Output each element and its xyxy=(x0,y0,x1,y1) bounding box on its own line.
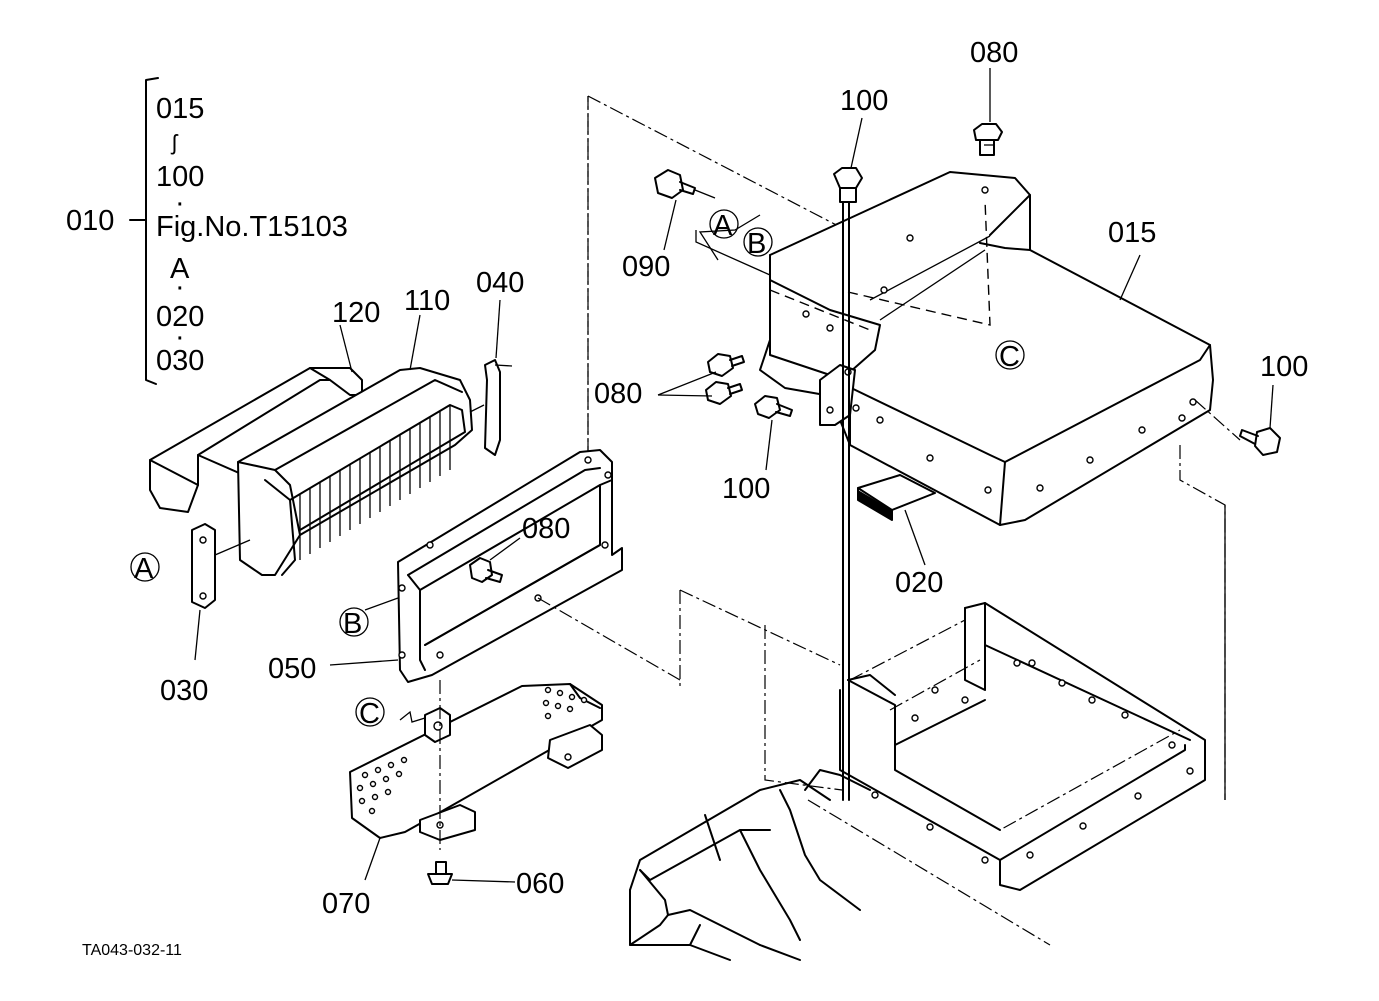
legend-line-2: ʃ xyxy=(170,130,179,155)
svg-text:C: C xyxy=(999,341,1020,373)
grille-slats xyxy=(299,405,451,560)
svg-text:C: C xyxy=(359,698,380,730)
spacer-plate xyxy=(857,474,936,566)
label-080-left: 080 xyxy=(594,378,642,410)
label-050: 050 xyxy=(268,653,316,685)
bolt-090 xyxy=(654,169,716,251)
svg-text:B: B xyxy=(343,608,362,640)
tractor-body xyxy=(629,769,1051,961)
legend-line-3: 100 xyxy=(156,161,204,193)
ref-b-upper: B xyxy=(743,227,773,260)
bolt-100-top xyxy=(833,117,863,203)
label-110: 110 xyxy=(404,285,450,317)
pins-080-left xyxy=(657,353,745,405)
assembly-legend: 010 015 ʃ 100 · Fig.No.T15103 A · 020 · … xyxy=(66,77,348,385)
clip-040 xyxy=(469,299,513,456)
label-090: 090 xyxy=(622,251,670,283)
label-100-right: 100 xyxy=(1260,351,1308,383)
drawing-code: TA043-032-11 xyxy=(82,942,182,959)
bolt-100-right xyxy=(1239,384,1281,456)
legend-line-1: 015 xyxy=(156,93,204,125)
legend-assembly-number: 010 xyxy=(66,205,114,237)
label-060: 060 xyxy=(516,868,564,900)
label-100-mid: 100 xyxy=(722,473,770,505)
legend-line-4: · xyxy=(175,187,185,219)
legend-line-9: · xyxy=(175,321,185,353)
ref-a-upper: A xyxy=(709,209,739,242)
ref-ab-bracket xyxy=(695,230,771,276)
label-030: 030 xyxy=(160,675,208,707)
step-plate-holes xyxy=(356,686,588,815)
ref-c-upper: C xyxy=(995,340,1025,373)
svg-text:B: B xyxy=(747,228,766,260)
step-plate-070 xyxy=(349,680,603,881)
bolt-100-mid xyxy=(754,395,793,471)
legend-line-8: 020 xyxy=(156,301,204,333)
frame-050 xyxy=(329,96,681,683)
legend-line-7: · xyxy=(175,271,185,303)
svg-text:A: A xyxy=(713,210,733,242)
grille-110 xyxy=(237,314,473,576)
pin-080-top xyxy=(973,68,1003,156)
label-120: 120 xyxy=(332,297,380,329)
leader-015 xyxy=(1119,254,1141,301)
label-080-bracket: 080 xyxy=(522,513,570,545)
label-020: 020 xyxy=(895,567,943,599)
legend-line-6: A xyxy=(170,253,190,285)
mount-bracket xyxy=(819,364,856,426)
label-080-top: 080 xyxy=(970,37,1018,69)
svg-text:A: A xyxy=(134,553,154,585)
ref-a-lower: A xyxy=(130,552,160,585)
leader-ab xyxy=(698,214,761,261)
bolt-080-bracket xyxy=(469,537,521,583)
label-015: 015 xyxy=(1108,217,1156,249)
label-070: 070 xyxy=(322,888,370,920)
label-100-top: 100 xyxy=(840,85,888,117)
guard-120 xyxy=(149,324,363,513)
ref-c-lower: C xyxy=(355,697,385,730)
seat-base-frame xyxy=(839,602,1206,891)
label-040: 040 xyxy=(476,267,524,299)
bracket-030 xyxy=(191,523,251,661)
ref-b-lower: B xyxy=(339,607,369,640)
legend-line-10: 030 xyxy=(156,345,204,377)
screw-060 xyxy=(427,861,516,885)
legend-line-5: Fig.No.T15103 xyxy=(156,211,348,243)
